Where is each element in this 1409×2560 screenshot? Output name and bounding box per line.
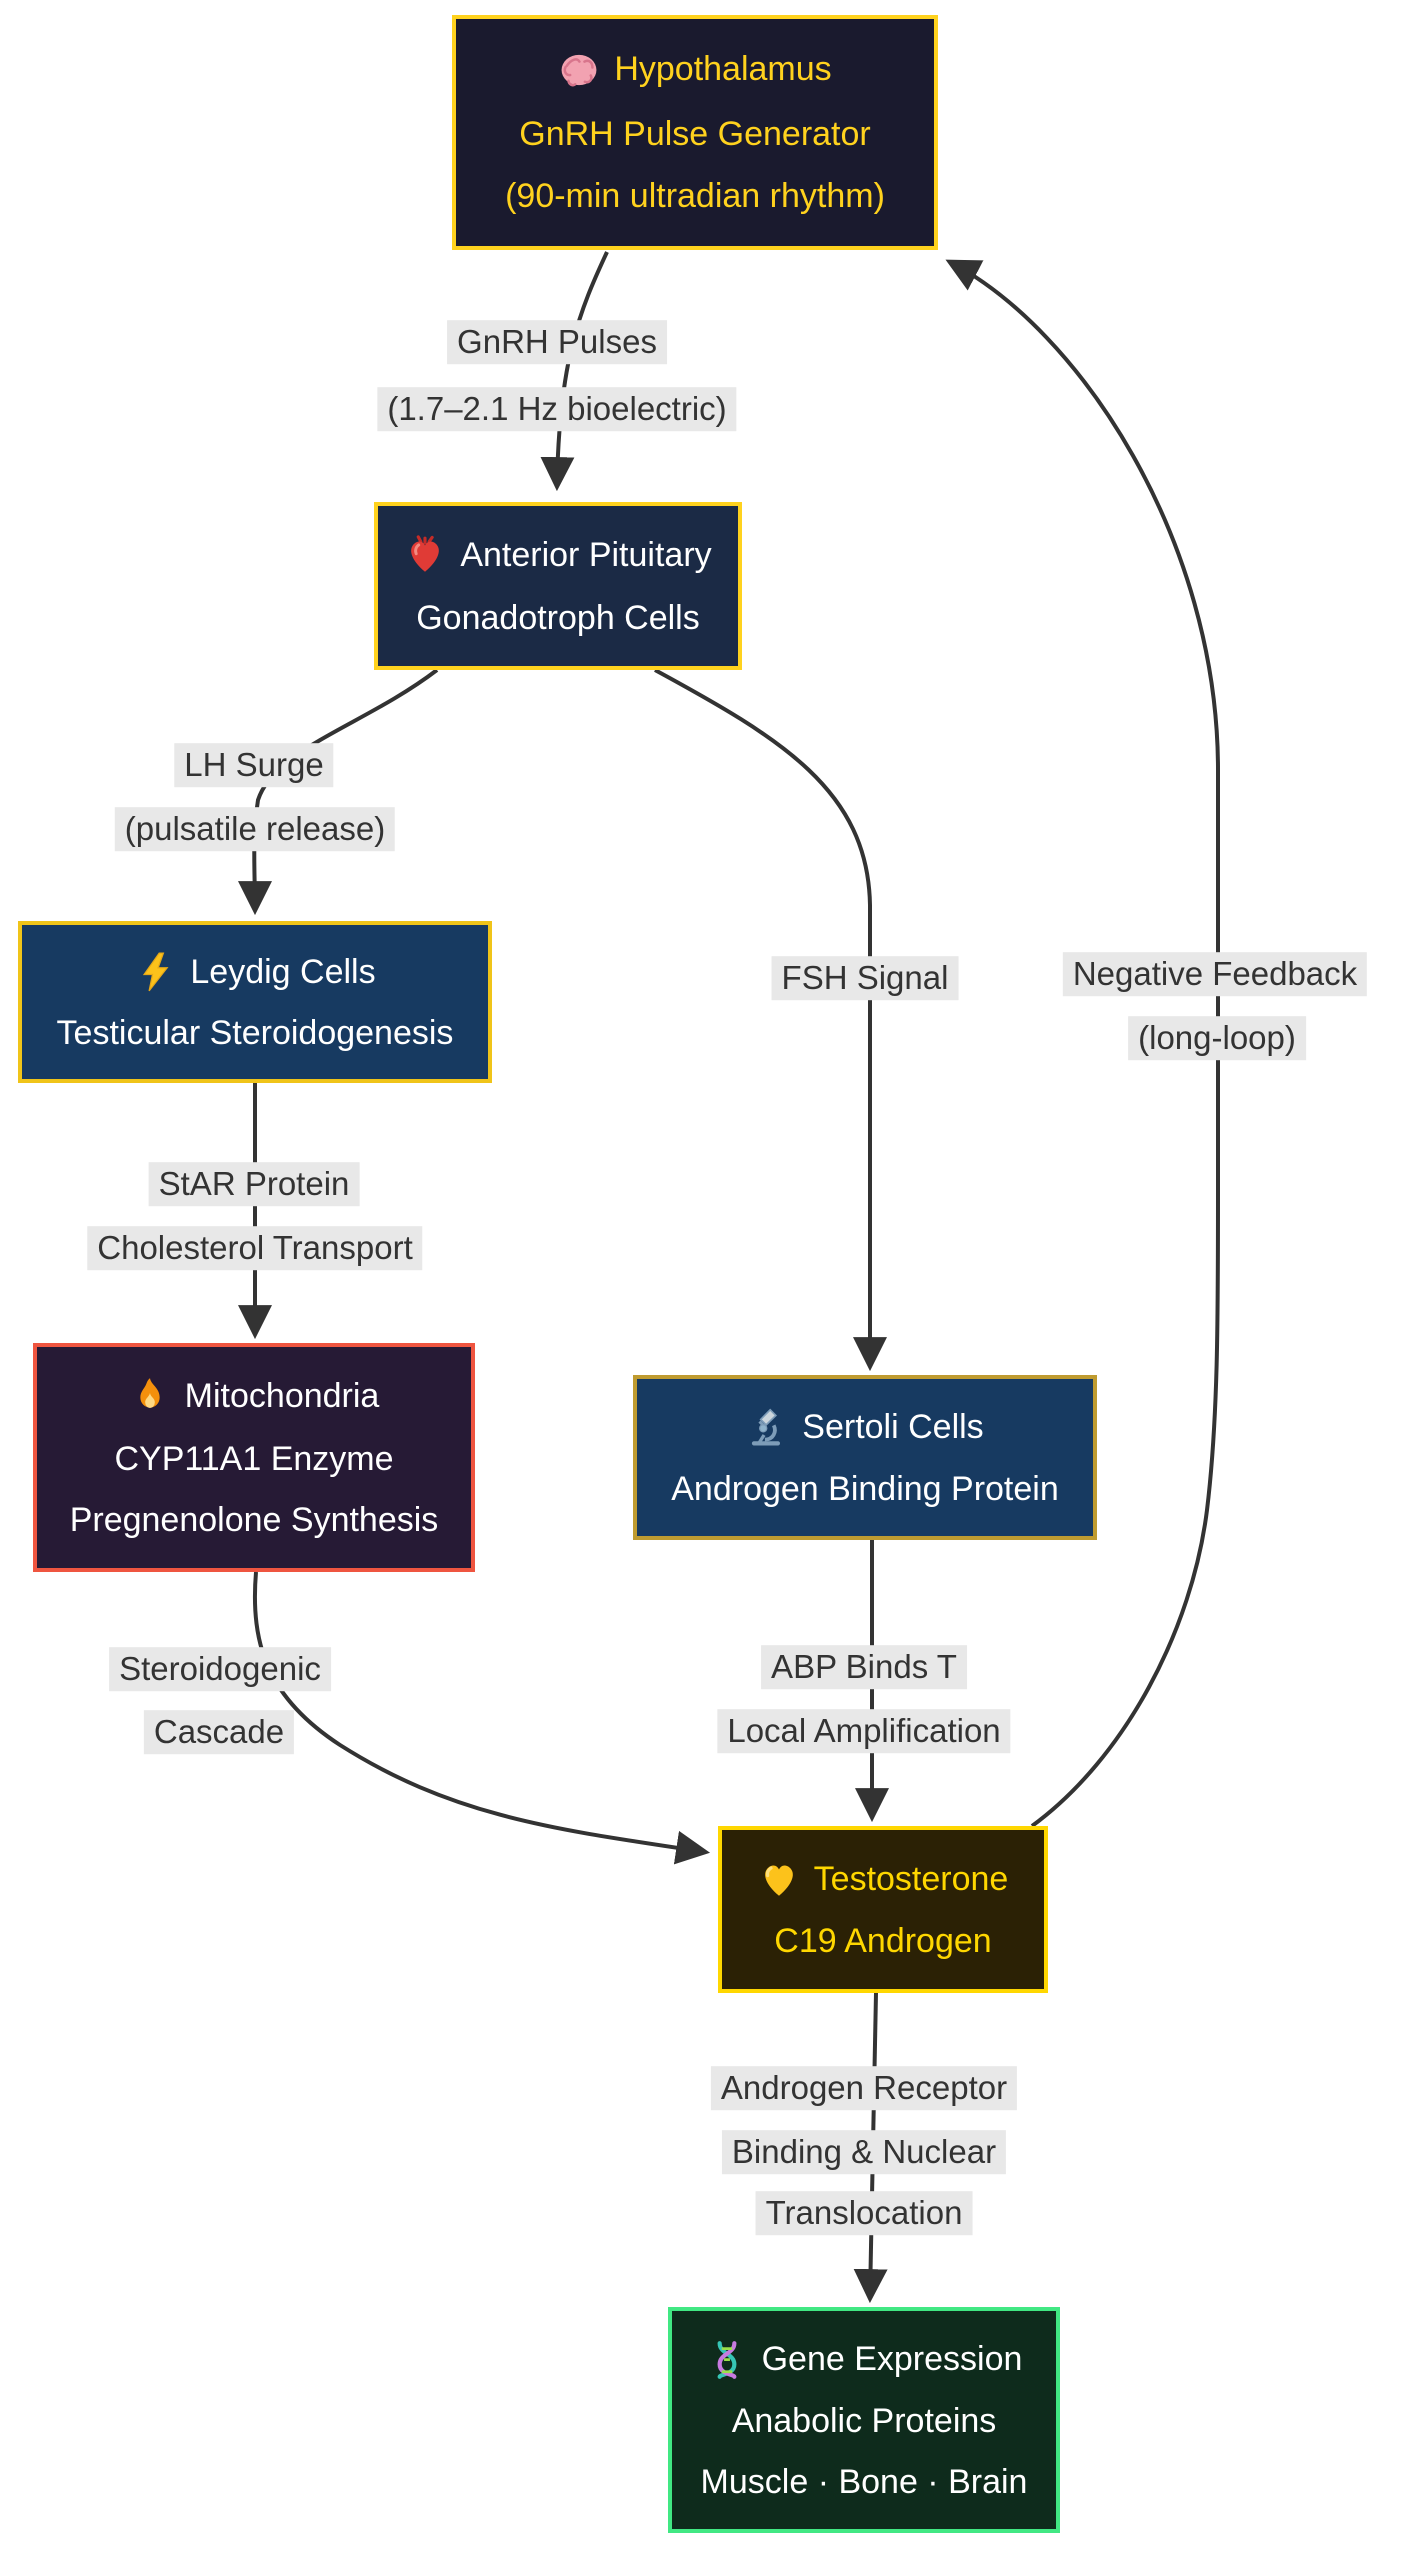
edge-label-steroidogenic: Steroidogenic [109, 1647, 331, 1691]
node-title: Testosterone [813, 1859, 1009, 1898]
node-line: Pregnenolone Synthesis [69, 1500, 439, 1539]
edge-pituitary-to-sertoli [654, 668, 887, 1372]
edge-label-fsh-signal: FSH Signal [771, 956, 959, 1000]
edge-testosterone-to-hypothalamus-feedback [945, 259, 1220, 1828]
node-sertoli-cells: Sertoli Cells Androgen Binding Protein [633, 1375, 1097, 1540]
node-mitochondria: Mitochondria CYP11A1 Enzyme Pregnenolone… [33, 1343, 475, 1572]
edge-label-gnrh-pulses: GnRH Pulses [447, 320, 667, 364]
edge-pituitary-to-leydig [237, 668, 439, 916]
node-line: Muscle · Bone · Brain [700, 2462, 1028, 2501]
node-title: Hypothalamus [614, 50, 832, 89]
edge-label-local-amplification: Local Amplification [717, 1709, 1011, 1753]
edge-label-gnrh-hz: (1.7–2.1 Hz bioelectric) [377, 387, 737, 431]
node-gene-expression: Gene Expression Anabolic Proteins Muscle… [668, 2307, 1060, 2533]
node-testosterone: Testosterone C19 Androgen [718, 1826, 1048, 1993]
node-line: (90-min ultradian rhythm) [505, 177, 885, 216]
edge-label-androgen-receptor: Androgen Receptor [710, 2066, 1018, 2110]
node-line: Gonadotroph Cells [416, 598, 700, 637]
edge-label-cholesterol: Cholesterol Transport [87, 1226, 423, 1270]
edge-label-abp-binds-t: ABP Binds T [761, 1645, 967, 1689]
edge-hypothalamus-to-pituitary [540, 251, 609, 492]
node-title: Anterior Pituitary [460, 535, 712, 574]
edge-label-binding-nuclear: Binding & Nuclear [721, 2130, 1007, 2174]
node-leydig-cells: Leydig Cells Testicular Steroidogenesis [18, 921, 492, 1083]
node-title: Mitochondria [184, 1376, 380, 1415]
edge-label-lh-surge: LH Surge [174, 743, 334, 787]
heart-icon [404, 534, 446, 576]
yellow-heart-icon [758, 1858, 800, 1900]
node-line: Androgen Binding Protein [671, 1469, 1059, 1508]
edge-label-negative-feedback: Negative Feedback [1062, 952, 1368, 996]
node-line: CYP11A1 Enzyme [114, 1439, 394, 1478]
dna-icon [706, 2339, 748, 2381]
node-anterior-pituitary: Anterior Pituitary Gonadotroph Cells [374, 502, 742, 670]
node-title: Gene Expression [761, 2340, 1023, 2378]
edge-label-long-loop: (long-loop) [1128, 1016, 1306, 1060]
node-line: C19 Androgen [774, 1922, 992, 1960]
node-title: Sertoli Cells [802, 1407, 984, 1446]
edge-label-star-protein: StAR Protein [148, 1162, 360, 1206]
flame-icon [129, 1375, 171, 1417]
node-line: Testicular Steroidogenesis [56, 1013, 454, 1052]
edge-mitochondria-to-testosterone [252, 1571, 711, 1865]
node-hypothalamus: Hypothalamus GnRH Pulse Generator (90-mi… [452, 15, 938, 250]
node-line: Anabolic Proteins [731, 2402, 997, 2440]
edge-label-pulsatile-release: (pulsatile release) [114, 807, 396, 851]
edge-label-cascade: Cascade [143, 1710, 295, 1754]
microscope-icon [746, 1406, 788, 1448]
node-line: GnRH Pulse Generator [519, 114, 871, 153]
edge-label-translocation: Translocation [755, 2191, 973, 2235]
node-title: Leydig Cells [190, 952, 376, 991]
bolt-icon [134, 951, 176, 993]
brain-icon [558, 49, 600, 91]
